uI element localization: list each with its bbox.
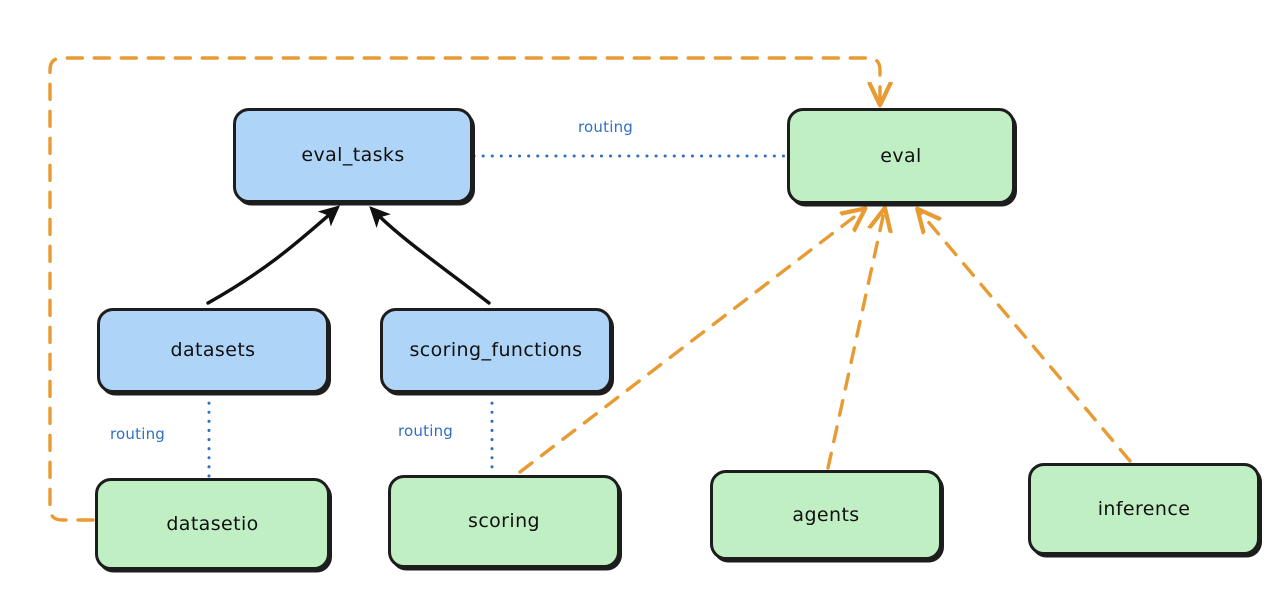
edge-scoring-functions-to-eval-tasks bbox=[369, 206, 491, 305]
node-agents[interactable]: agents bbox=[710, 470, 942, 560]
edge-label-routing-scoring-functions-scoring: routing bbox=[398, 422, 453, 440]
edge-inference-to-eval-dependency bbox=[920, 212, 1132, 463]
edge-label-routing-datasets-datasetio: routing bbox=[110, 425, 165, 443]
edge-agents-to-eval-dependency bbox=[826, 212, 884, 470]
node-label: scoring bbox=[468, 510, 540, 533]
node-label: datasetio bbox=[166, 512, 259, 535]
node-label: eval bbox=[880, 144, 922, 167]
node-eval-tasks[interactable]: eval_tasks bbox=[233, 108, 473, 203]
node-datasets[interactable]: datasets bbox=[97, 308, 329, 393]
node-inference[interactable]: inference bbox=[1028, 463, 1260, 555]
edge-label-routing-eval-tasks-eval: routing bbox=[578, 118, 633, 136]
node-label: inference bbox=[1097, 497, 1191, 520]
node-scoring[interactable]: scoring bbox=[388, 475, 620, 568]
node-eval[interactable]: eval bbox=[787, 108, 1015, 204]
node-label: datasets bbox=[170, 339, 256, 362]
node-datasetio[interactable]: datasetio bbox=[95, 478, 330, 570]
node-label: agents bbox=[792, 503, 860, 526]
node-label: eval_tasks bbox=[301, 144, 405, 167]
node-label: scoring_functions bbox=[409, 339, 583, 362]
node-scoring-functions[interactable]: scoring_functions bbox=[380, 308, 612, 393]
edge-datasets-to-eval-tasks bbox=[206, 205, 341, 305]
